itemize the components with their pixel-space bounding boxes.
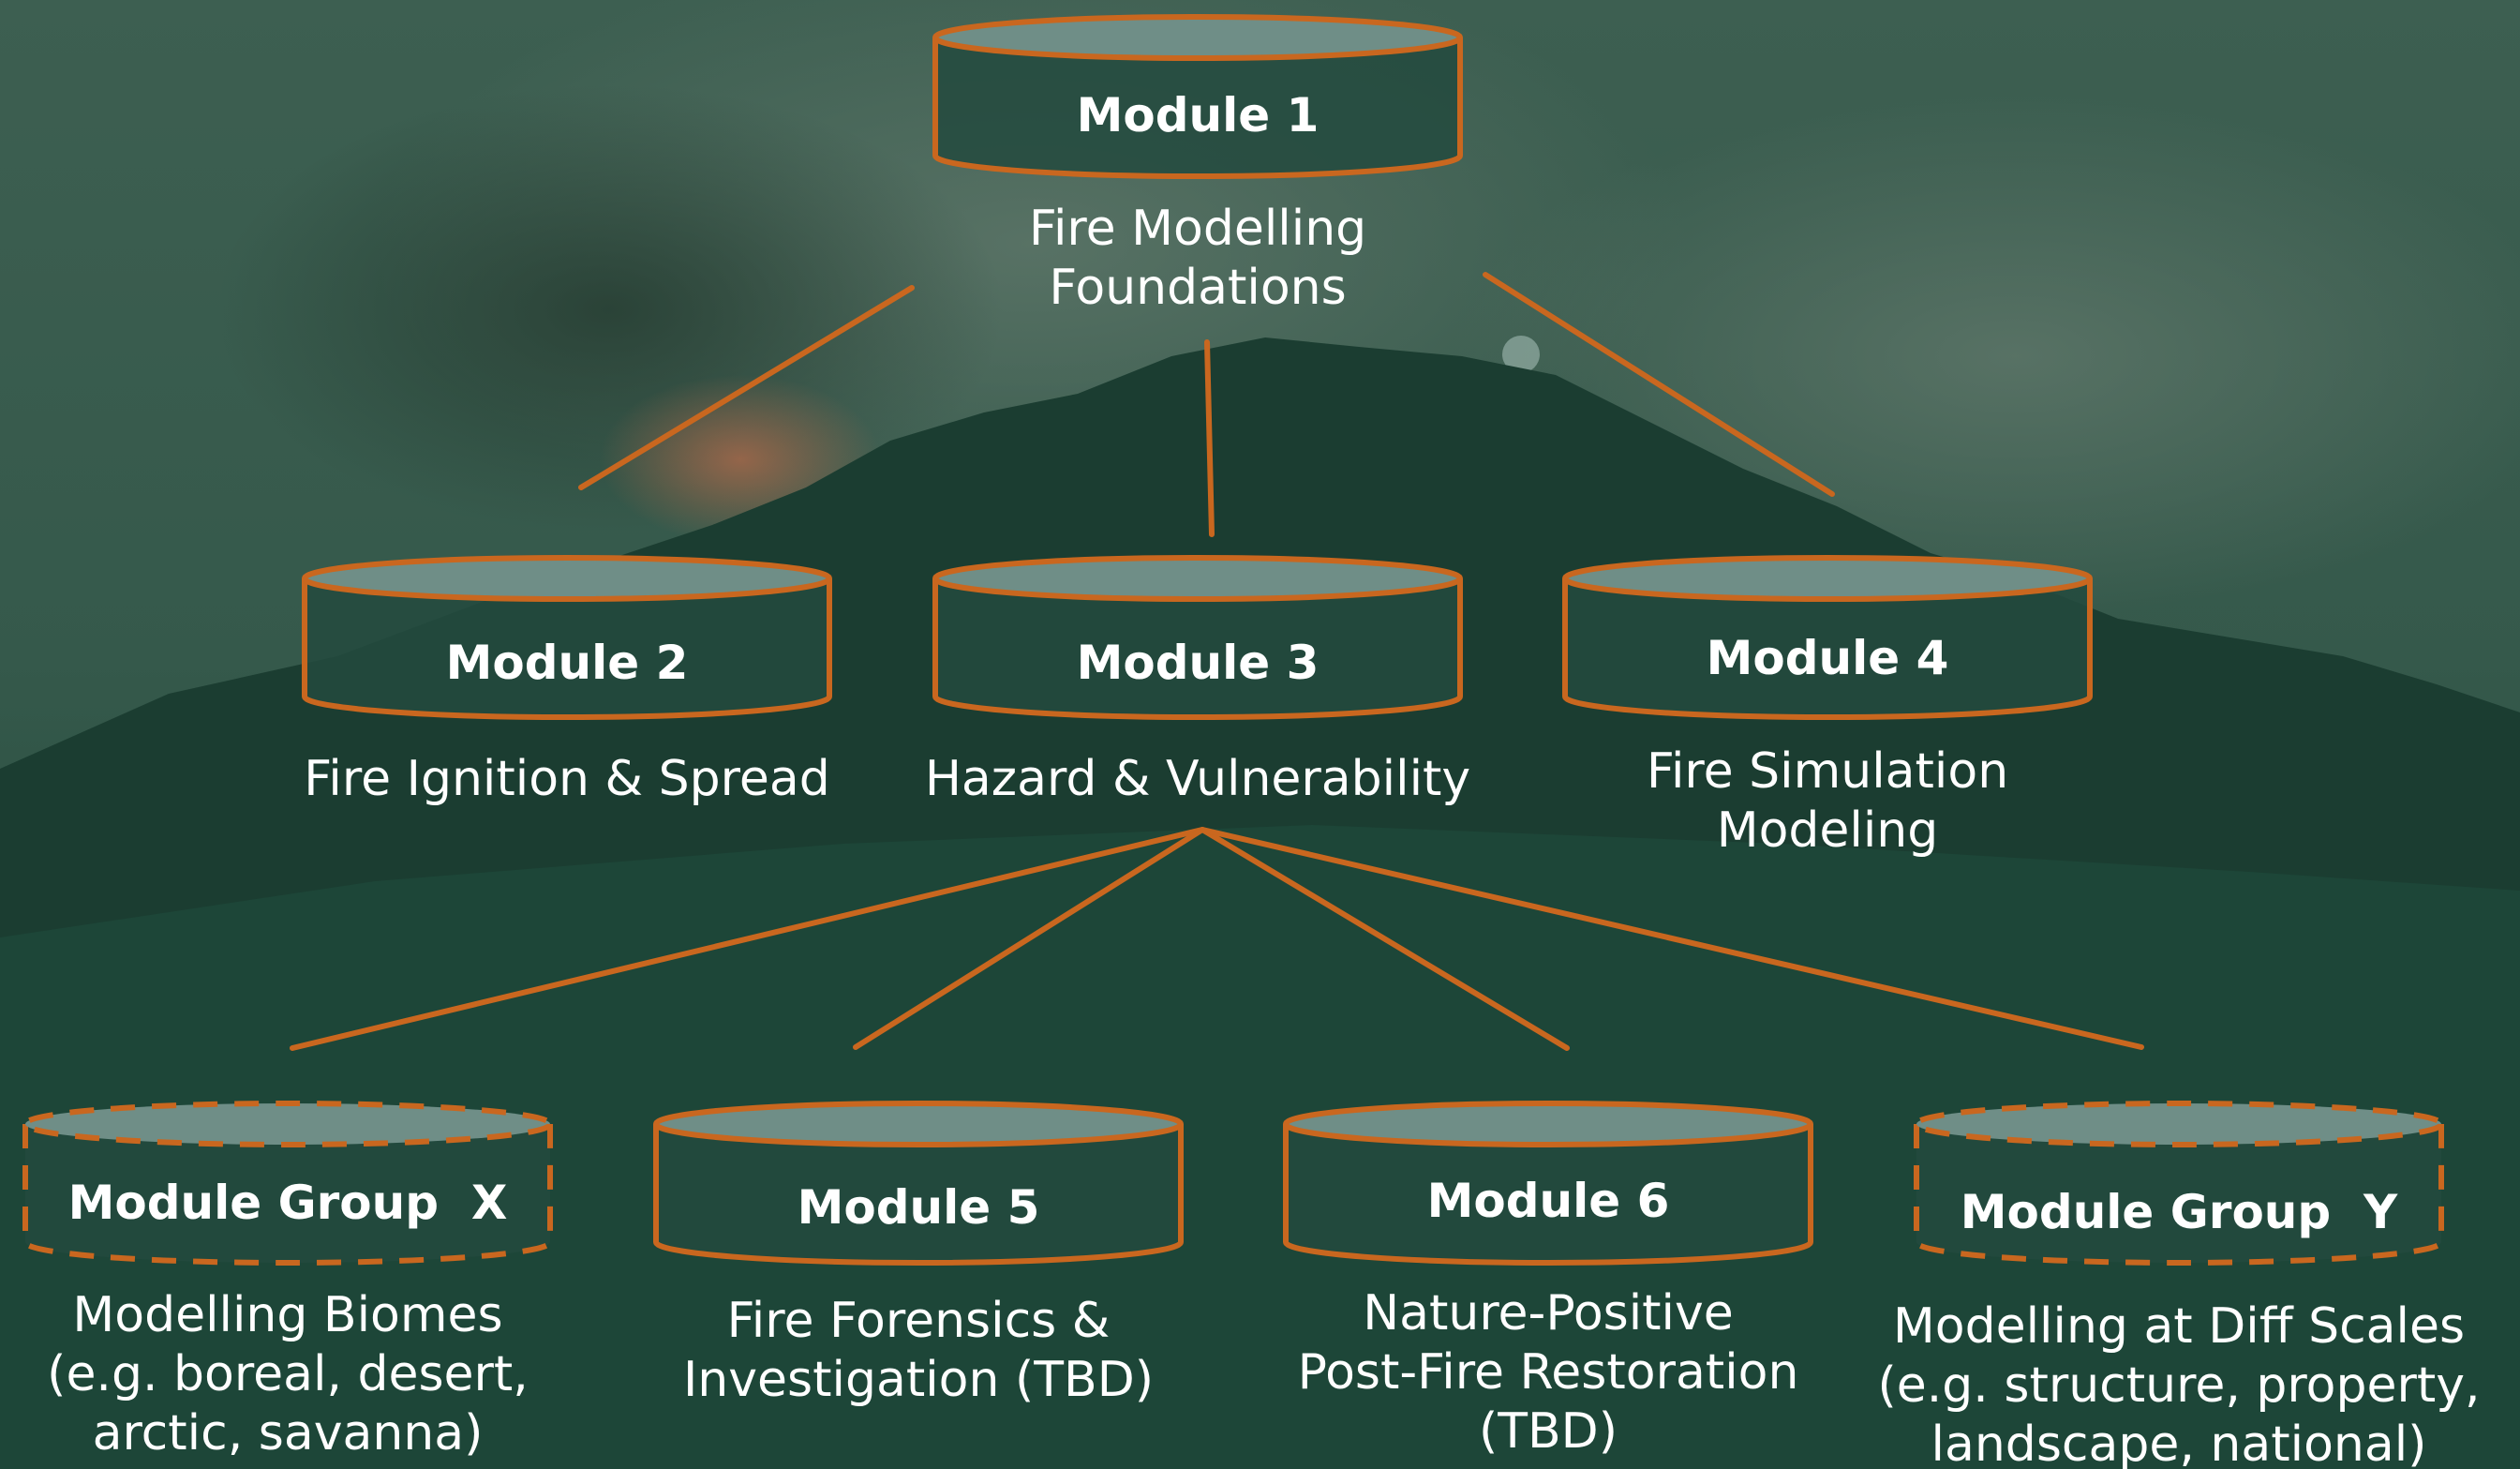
module-group-y-cylinder-body (1914, 1124, 2444, 1266)
module-2-cylinder-top (302, 555, 832, 602)
module-4-description-line: Fire Simulation (1646, 743, 2009, 800)
module-4-description-line: Modeling (1716, 802, 1939, 859)
module-group-y-description-line: landscape, national) (1931, 1417, 2427, 1469)
module-2-label: Module 2 (445, 636, 689, 690)
connector-module-1-to-module-3 (1204, 339, 1215, 537)
module-4-cylinder-body (1562, 578, 2093, 720)
module-group-x-description: Modelling Biomes(e.g. boreal, desert,arc… (47, 1286, 529, 1463)
module-6-cylinder[interactable] (1283, 1101, 1813, 1266)
module-3-description-line: Hazard & Vulnerability (924, 751, 1471, 807)
module-1-cylinder-body (932, 37, 1463, 179)
module-6-cylinder-body (1283, 1124, 1813, 1266)
module-6-description-line: (TBD) (1478, 1403, 1618, 1460)
module-group-x-cylinder-body (22, 1124, 553, 1266)
module-5-description-line: Fire Forensics & (726, 1293, 1111, 1349)
module-2-description-line: Fire Ignition & Spread (304, 751, 830, 807)
module-group-x-description-line: Modelling Biomes (72, 1287, 503, 1343)
module-group-x-cylinder-top (22, 1101, 553, 1147)
connector-module-3-to-module-5 (853, 827, 1205, 1050)
module-2-cylinder[interactable] (302, 555, 832, 720)
module-3-cylinder-body (932, 578, 1463, 720)
moon (1502, 336, 1540, 373)
connector-module-3-to-module-6 (1200, 827, 1570, 1051)
module-group-y-cylinder-top (1914, 1101, 2444, 1147)
module-3-label: Module 3 (1076, 636, 1320, 690)
module-group-x-label: Module Group X (67, 1176, 508, 1230)
connector-module-3-to-module-group-x (290, 827, 1205, 1051)
module-5-description-line: Investigation (TBD) (682, 1352, 1155, 1408)
connector-module-1-to-module-2 (578, 285, 915, 490)
module-group-y-label: Module Group Y (1960, 1185, 2398, 1239)
connector-module-3-to-module-group-y (1200, 827, 2144, 1050)
module-4-cylinder[interactable] (1562, 555, 2093, 720)
module-group-x-description-line: arctic, savanna) (92, 1405, 484, 1462)
module-5-cylinder-body (653, 1124, 1184, 1266)
module-group-y-cylinder[interactable] (1914, 1101, 2444, 1266)
connector-module-1-to-module-4 (1483, 272, 1835, 497)
module-group-x-description-line: (e.g. boreal, desert, (47, 1346, 529, 1402)
module-5-cylinder[interactable] (653, 1101, 1184, 1266)
module-5-label: Module 5 (797, 1180, 1040, 1235)
module-2-description: Fire Ignition & Spread (304, 750, 829, 809)
module-6-cylinder-top (1283, 1101, 1813, 1147)
forest-foreground (0, 825, 2520, 1469)
module-group-y-description: Modelling at Diff Scales(e.g. structure,… (1877, 1297, 2480, 1469)
module-4-cylinder-top (1562, 555, 2093, 602)
module-1-cylinder-top (932, 14, 1463, 61)
module-4-label: Module 4 (1706, 631, 1949, 685)
module-5-description: Fire Forensics &Investigation (TBD) (683, 1292, 1154, 1410)
module-group-y-description-line: Modelling at Diff Scales (1892, 1298, 2466, 1355)
module-group-y-description-line: (e.g. structure, property, (1877, 1357, 2481, 1414)
module-2-cylinder-body (302, 578, 832, 720)
module-3-cylinder-top (932, 555, 1463, 602)
module-6-description-line: Nature-Positive (1363, 1285, 1734, 1342)
module-group-x-cylinder[interactable] (22, 1101, 553, 1266)
module-1-cylinder[interactable] (932, 14, 1463, 179)
module-6-label: Module 6 (1426, 1174, 1670, 1228)
module-1-label: Module 1 (1076, 88, 1320, 142)
module-6-description-line: Post-Fire Restoration (1297, 1344, 1799, 1401)
module-3-cylinder[interactable] (932, 555, 1463, 720)
module-1-description-line: Foundations (1049, 260, 1347, 316)
module-5-cylinder-top (653, 1101, 1184, 1147)
module-3-description: Hazard & Vulnerability (925, 750, 1470, 809)
module-1-description-line: Fire Modelling (1028, 201, 1367, 257)
